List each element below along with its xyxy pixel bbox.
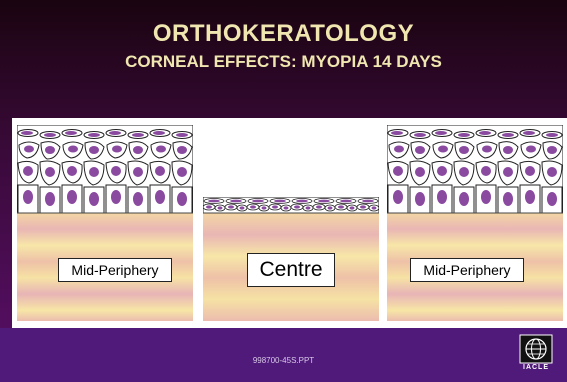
file-code: 998700-45S.PPT: [0, 356, 567, 365]
mid-periphery-left-label: Mid-Periphery: [58, 258, 172, 282]
epithelium-left-illustration: [17, 125, 193, 321]
epithelium-right-illustration: [387, 125, 563, 321]
mid-periphery-left-tissue: [17, 125, 193, 321]
mid-periphery-right-label: Mid-Periphery: [410, 258, 524, 282]
logo-text: IACLE: [519, 364, 553, 371]
slide-title: ORTHOKERATOLOGY: [0, 20, 567, 48]
mid-periphery-right-tissue: [387, 125, 563, 321]
globe-icon: [519, 334, 553, 364]
slide-footer: 998700-45S.PPT: [0, 328, 567, 382]
iacle-logo: IACLE: [519, 334, 553, 374]
centre-label: Centre: [247, 253, 335, 287]
slide-subtitle: CORNEAL EFFECTS: MYOPIA 14 DAYS: [0, 52, 567, 72]
slide-header: ORTHOKERATOLOGY CORNEAL EFFECTS: MYOPIA …: [0, 0, 567, 118]
